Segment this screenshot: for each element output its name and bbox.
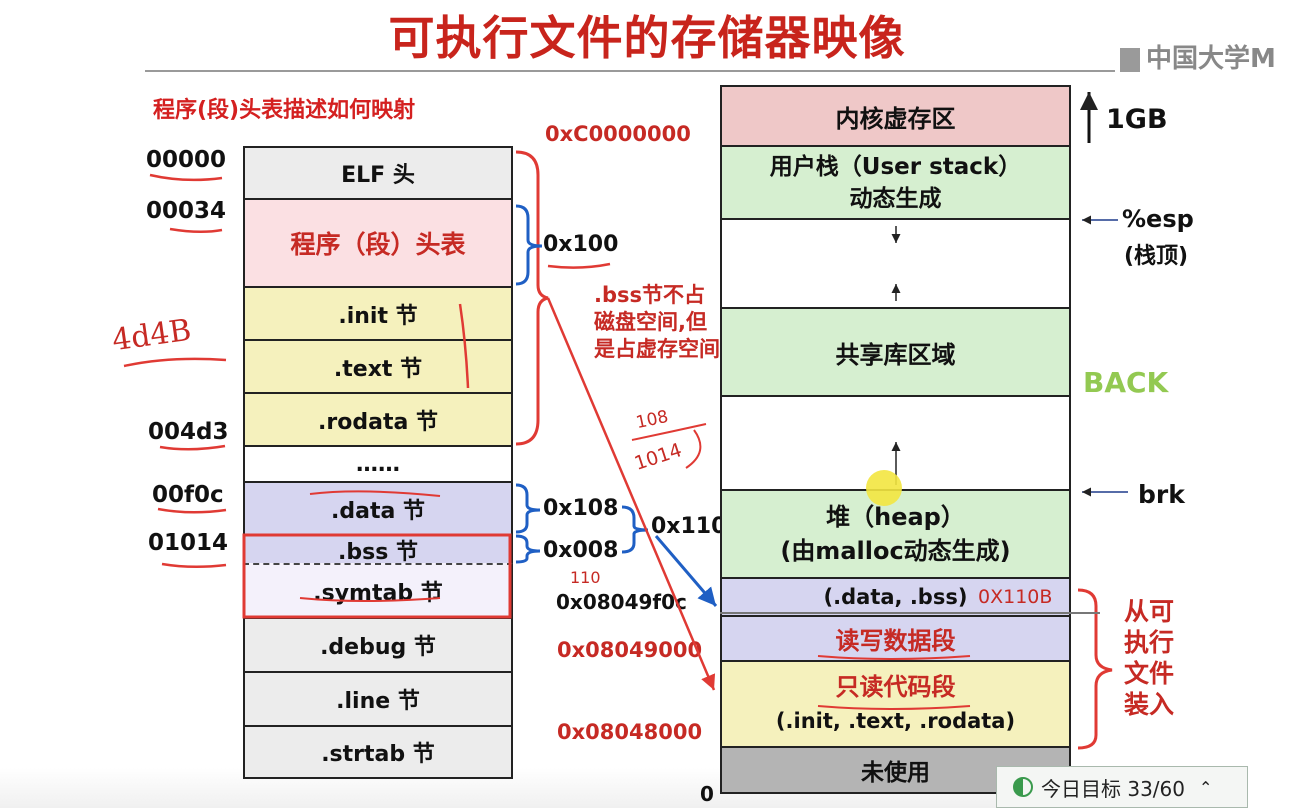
label-esp-sub: (栈顶) xyxy=(1124,244,1189,269)
page-title: 可执行文件的存储器映像 xyxy=(388,11,906,65)
mem-region-label: (.data, .bss) xyxy=(823,585,968,609)
file-offset-01014: 01014 xyxy=(148,530,229,556)
elf-section-label: .bss 节 xyxy=(338,540,418,565)
elf-section-label: .strtab 节 xyxy=(321,742,435,767)
mouse-pointer-highlight xyxy=(866,470,902,506)
daily-goal-text: 今日目标 33/60 xyxy=(1041,776,1185,801)
mem-region-label: 堆（heap） xyxy=(826,503,965,531)
elf-section-strtab: .strtab 节 xyxy=(243,725,513,779)
mem-region-label: 只读代码段 xyxy=(835,673,956,701)
logo-icon xyxy=(1120,47,1140,72)
scribble-004d3 xyxy=(159,444,226,451)
file-offset-00000: 00000 xyxy=(146,147,227,173)
diagram-subtitle: 程序(段)头表描述如何映射 xyxy=(153,98,416,123)
mem-region-sublabel: (.init, .text, .rodata) xyxy=(775,709,1016,733)
scribble-01014 xyxy=(161,562,227,569)
arrow-header-to-ro xyxy=(546,297,716,691)
scribble-00000 xyxy=(149,173,223,182)
label-1gb: 1GB xyxy=(1106,104,1168,135)
offset-label-0x008: 0x008 xyxy=(543,538,619,563)
logo-text: 中国大学M xyxy=(1146,44,1276,74)
elf-section-label: .data 节 xyxy=(331,498,425,524)
daily-goal-badge[interactable]: 今日目标 33/60 ⌃ xyxy=(996,766,1248,808)
elf-section-gap: …… xyxy=(243,445,513,483)
file-offset-00034: 00034 xyxy=(146,198,227,224)
elf-section-symtab: .symtab 节 xyxy=(243,563,513,619)
scribble-0x100 xyxy=(547,262,611,269)
mem-region-user-stack: 用户栈（User stack） 动态生成 xyxy=(720,145,1071,220)
elf-section-label: .rodata 节 xyxy=(318,409,438,435)
offset-label-0x110: 0x110 xyxy=(651,514,727,539)
chevron-up-icon[interactable]: ⌃ xyxy=(1199,777,1213,797)
bss-note: .bss节不占磁盘空间,但是占虚存空间 xyxy=(594,283,720,361)
mem-region-ro-segment: 只读代码段 (.init, .text, .rodata) xyxy=(720,660,1071,748)
mem-region-label: 读写数据段 xyxy=(835,627,956,655)
mem-address-zero: 0 xyxy=(700,782,714,806)
elf-section-label: .init 节 xyxy=(338,303,418,329)
brace-red-header xyxy=(515,150,549,446)
scribble-calc xyxy=(631,423,707,469)
mem-region-sublabel: (由malloc动态生成) xyxy=(780,537,1011,565)
handwritten-calc-110: 110 xyxy=(570,568,601,587)
highlight-box-bss xyxy=(242,533,512,619)
mem-region-sublabel: 动态生成 xyxy=(849,185,942,212)
scribble-data xyxy=(309,490,441,497)
scribble-4d4b xyxy=(123,357,227,368)
scribble-rw xyxy=(817,655,971,660)
offset-label-0x100: 0x100 xyxy=(543,232,619,257)
brace-blue-0x108 xyxy=(515,483,541,534)
handwritten-region-size: 0X110B xyxy=(978,586,1053,608)
offset-label-0x108: 0x108 xyxy=(543,496,619,521)
mem-region-label: 内核虚存区 xyxy=(835,104,956,133)
mem-address-0x08049f0c: 0x08049f0c xyxy=(556,590,687,614)
elf-section-rodata: .rodata 节 xyxy=(243,392,513,447)
arrow-data-to-mem xyxy=(654,535,718,607)
scribble-ro xyxy=(817,705,971,710)
brace-red-loaded xyxy=(1077,588,1113,750)
scribble-symtab xyxy=(299,597,441,602)
progress-ring-icon xyxy=(1013,777,1033,797)
mem-region-label: 共享库区域 xyxy=(835,340,956,369)
mem-region-rw-segment: 读写数据段 xyxy=(720,615,1071,662)
label-esp: %esp xyxy=(1122,205,1194,233)
elf-section-data: .data 节 xyxy=(243,481,513,536)
loaded-from-exec-note: 从可执行文件装入 xyxy=(1124,597,1175,719)
brace-blue-0x100 xyxy=(515,204,543,286)
scribble-vertical xyxy=(458,303,470,389)
course-logo: 中国大学M xyxy=(1120,38,1276,75)
scribble-00f0c xyxy=(157,507,227,514)
brace-blue-0x110 xyxy=(621,505,649,554)
scribble-00034 xyxy=(169,227,223,233)
label-brk: brk xyxy=(1138,480,1185,509)
elf-section-label: .line 节 xyxy=(336,689,420,714)
file-offset-00f0c: 00f0c xyxy=(152,482,224,508)
mem-address-0x08048000: 0x08048000 xyxy=(557,720,703,744)
elf-section-label: …… xyxy=(356,451,400,477)
elf-section-label: 程序（段）头表 xyxy=(290,230,466,259)
mem-region-label: 未使用 xyxy=(861,760,930,786)
elf-section-program-header-table: 程序（段）头表 xyxy=(243,198,513,288)
mem-address-0xc0000000: 0xC0000000 xyxy=(545,122,691,146)
mem-region-label: 用户栈（User stack） xyxy=(769,153,1022,180)
mem-address-0x08049000: 0x08049000 xyxy=(557,638,703,662)
brace-blue-0x008 xyxy=(515,534,541,564)
mem-region-heap: 堆（heap） (由malloc动态生成) xyxy=(720,489,1071,579)
title-underline xyxy=(145,70,1115,72)
file-offset-004d3: 004d3 xyxy=(148,419,229,445)
back-label: BACK xyxy=(1083,366,1169,399)
elf-section-label: .text 节 xyxy=(333,356,423,382)
mem-region-data-bss: (.data, .bss) xyxy=(720,577,1071,617)
elf-section-label: ELF 头 xyxy=(341,163,415,188)
elf-section-label: .debug 节 xyxy=(320,635,436,660)
elf-section-elf-header: ELF 头 xyxy=(243,146,513,200)
